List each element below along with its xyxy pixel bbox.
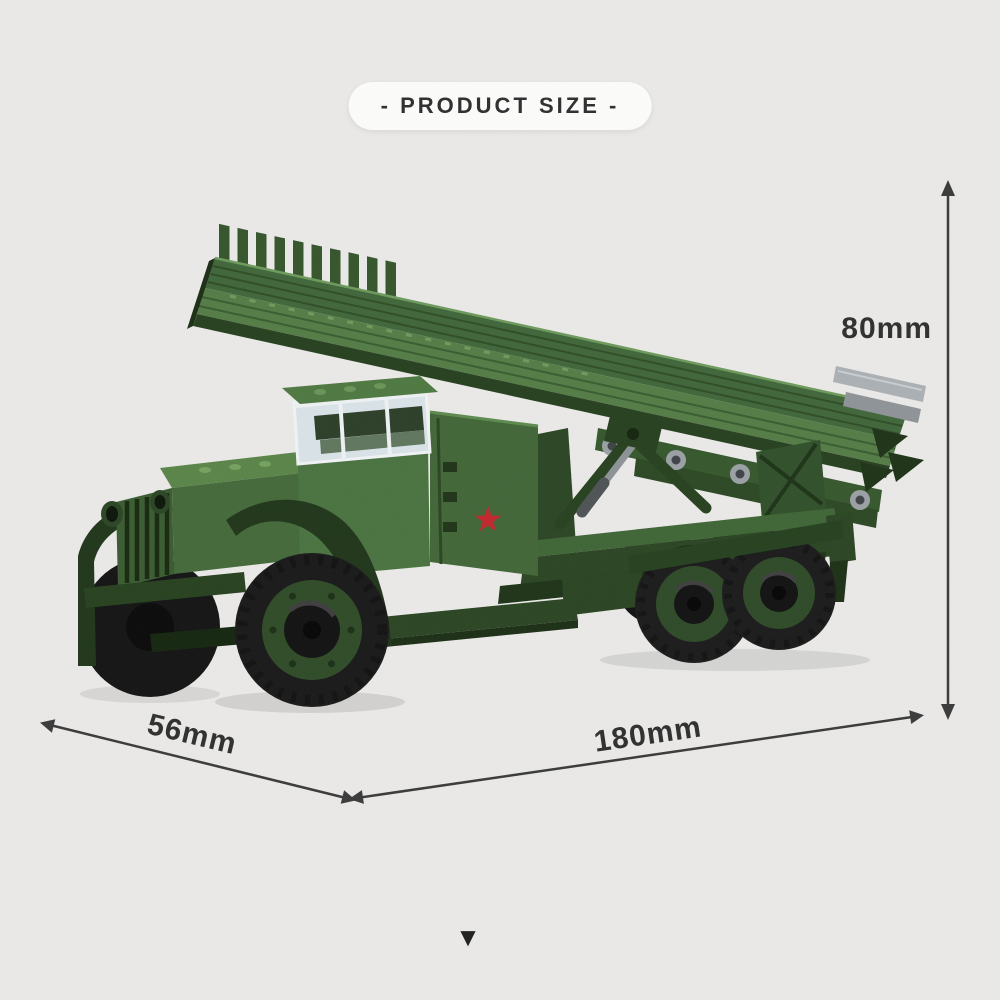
truck-cab <box>282 376 539 578</box>
height-dimension-label: 80mm <box>841 312 932 345</box>
down-arrow-icon: ▼ <box>455 922 481 952</box>
front-wheel <box>235 553 389 707</box>
height-dimension-line <box>941 180 955 720</box>
